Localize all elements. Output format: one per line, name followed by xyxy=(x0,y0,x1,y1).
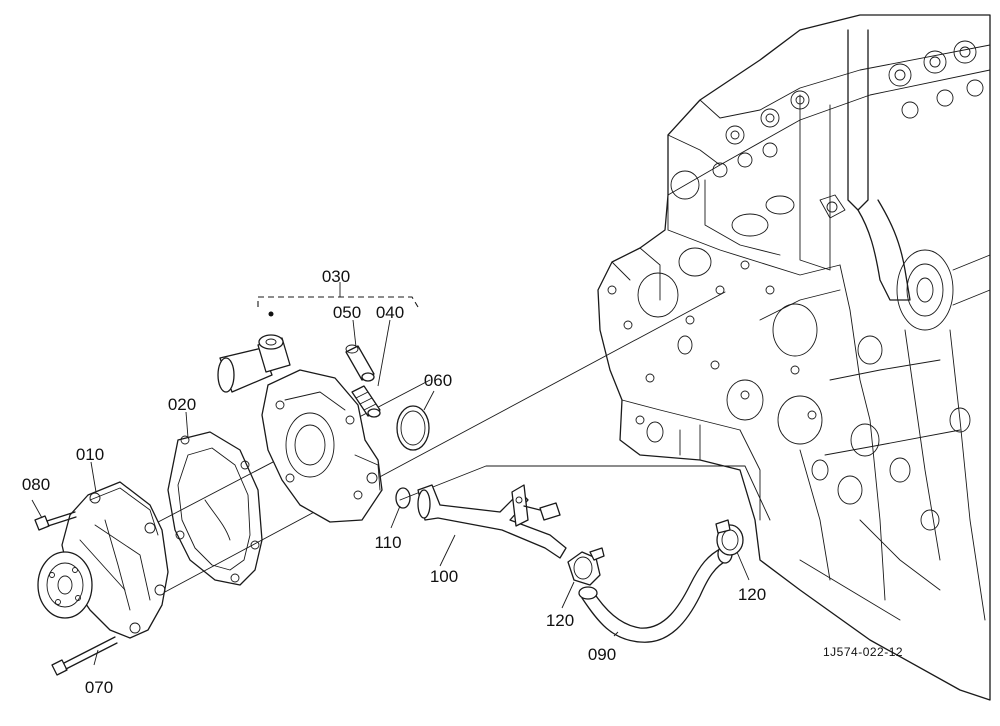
label-060: 060 xyxy=(424,371,452,390)
label-020: 020 xyxy=(168,395,196,414)
hose-clamp-120-left xyxy=(567,547,605,586)
water-pump xyxy=(37,481,169,639)
label-050: 050 xyxy=(333,303,361,322)
label-100: 100 xyxy=(430,567,458,586)
label-070: 070 xyxy=(85,678,113,697)
o-ring-060 xyxy=(396,405,430,451)
engine-block xyxy=(597,14,991,701)
o-ring-060-inner xyxy=(400,410,426,446)
gasket-020 xyxy=(167,431,263,586)
water-flange-030 xyxy=(217,296,419,523)
part-labels: 010 080 020 030 050 040 060 110 100 120 … xyxy=(22,267,903,697)
hose-clamp-120-right xyxy=(715,519,744,556)
fitting-050 xyxy=(345,344,375,382)
assembly-lines xyxy=(94,291,771,601)
bolt-070 xyxy=(51,636,118,676)
hose-090 xyxy=(578,544,733,643)
label-040: 040 xyxy=(376,303,404,322)
label-120-left: 120 xyxy=(546,611,574,630)
label-110: 110 xyxy=(374,533,401,552)
fitting-040 xyxy=(351,385,381,418)
label-090: 090 xyxy=(588,645,616,664)
o-ring-110 xyxy=(395,487,411,509)
label-120-right: 120 xyxy=(738,585,766,604)
label-010: 010 xyxy=(76,445,104,464)
figure-code: 1J574-022-12 xyxy=(823,645,903,659)
label-080: 080 xyxy=(22,475,50,494)
pipe-100 xyxy=(417,484,567,559)
label-030: 030 xyxy=(322,267,350,286)
leader-lines xyxy=(31,282,750,666)
